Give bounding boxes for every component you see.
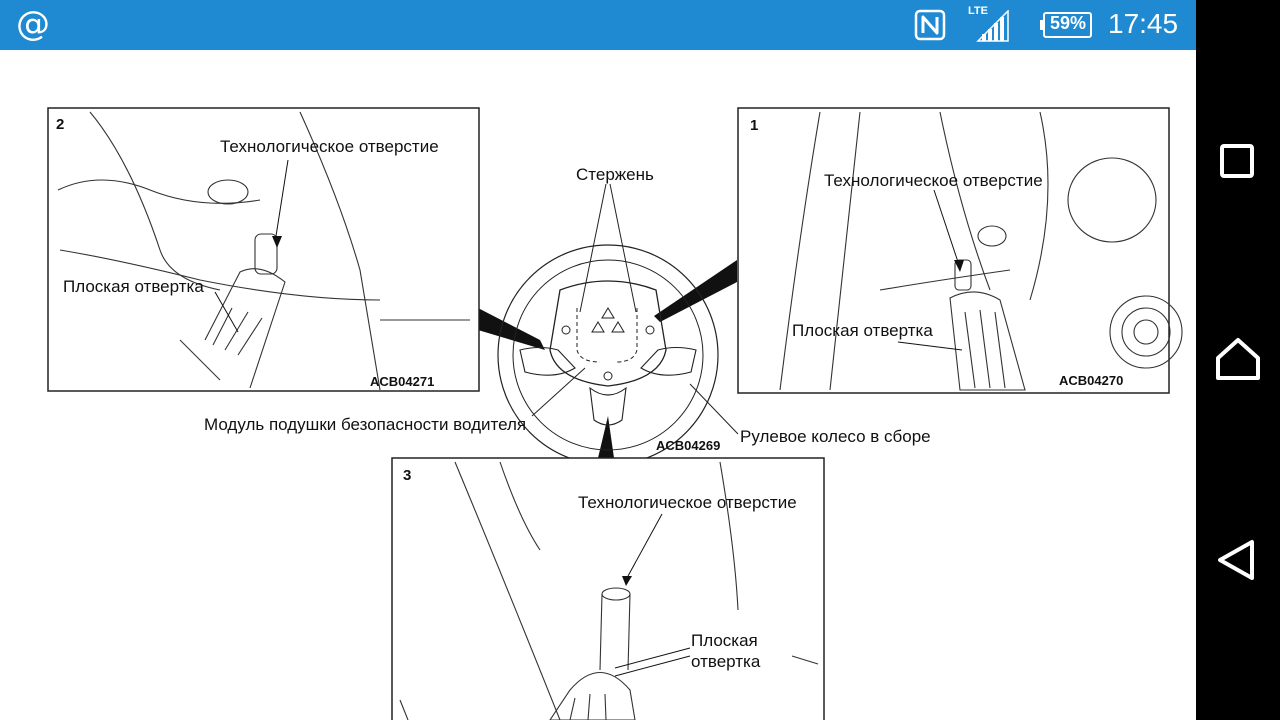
panel-2-screwdriver-label: Плоская отвертка xyxy=(63,277,204,296)
status-bar: @ LTE 59% 17:45 xyxy=(0,0,1196,50)
panel-3-hole-label: Технологическое отверстие xyxy=(578,493,797,512)
battery-percent: 59% xyxy=(1049,13,1087,33)
clock: 17:45 xyxy=(1108,8,1179,39)
panel-2: 2 Технологическое отверстие Плоская отве… xyxy=(47,107,480,392)
panel-3: 3 Технологическое отверстие Плоская отве… xyxy=(391,457,825,720)
panel-1: 1 Технологическое отверстие Плоская отве… xyxy=(737,107,1183,394)
steering-wheel-illustration xyxy=(478,183,739,466)
panel-2-code: ACB04271 xyxy=(370,374,434,389)
panel-3-screwdriver-label-line2: отвертка xyxy=(691,652,761,671)
document-viewer[interactable]: Стержень Модуль подушки безопасности вод… xyxy=(0,50,1196,720)
battery-icon xyxy=(1040,12,1092,38)
panel-3-screwdriver-label-line1: Плоская xyxy=(691,631,758,650)
signal-icon xyxy=(976,10,1009,42)
rod-label: Стержень xyxy=(576,165,654,184)
panel-2-number: 2 xyxy=(56,116,64,133)
back-triangle-icon[interactable] xyxy=(1208,530,1268,590)
nfc-icon xyxy=(914,9,946,41)
panel-3-number: 3 xyxy=(403,467,411,484)
panel-1-screwdriver-label: Плоская отвертка xyxy=(792,321,933,340)
center-figure-code: ACB04269 xyxy=(656,438,720,453)
at-sign-icon: @ xyxy=(16,4,50,44)
panel-1-hole-label: Технологическое отверстие xyxy=(824,171,1043,190)
square-icon[interactable] xyxy=(1208,130,1268,190)
airbag-module-label: Модуль подушки безопасности водителя xyxy=(204,415,526,434)
home-icon[interactable] xyxy=(1208,330,1268,390)
panel-1-code: ACB04270 xyxy=(1059,373,1123,388)
panel-2-hole-label: Технологическое отверстие xyxy=(220,137,439,156)
network-type: LTE xyxy=(968,5,988,17)
panel-1-number: 1 xyxy=(750,117,758,134)
airbag-removal-diagram: Стержень Модуль подушки безопасности вод… xyxy=(47,107,1183,720)
navigation-bar xyxy=(1196,0,1280,720)
steering-wheel-label: Рулевое колесо в сборе xyxy=(740,427,931,446)
